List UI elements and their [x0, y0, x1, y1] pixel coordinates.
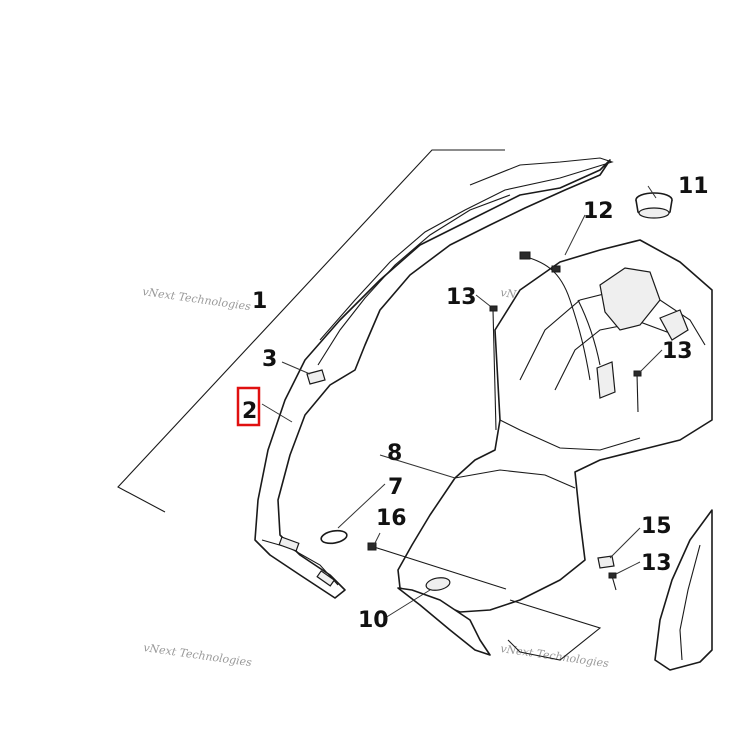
- fascia-lower-edge: [261, 539, 339, 586]
- leader-line: [647, 185, 657, 199]
- callout-2: 2: [242, 399, 257, 424]
- skid-plate-outline: [507, 599, 602, 661]
- leader-line: [379, 454, 456, 479]
- reflector-lens: [320, 529, 348, 545]
- screw-head: [633, 370, 642, 377]
- watermark-text: vNext Technologies: [500, 642, 610, 670]
- side-panel: [654, 509, 713, 671]
- screw-head: [367, 542, 377, 551]
- nose-cover: [397, 587, 491, 656]
- callout-12: 12: [583, 199, 614, 224]
- leader-line: [615, 561, 641, 575]
- nose-emblem: [425, 577, 451, 591]
- screw-head: [608, 572, 617, 579]
- assembly-bracket-line: [117, 149, 505, 513]
- callout-13-top: 13: [446, 285, 477, 310]
- wire-connector: [519, 251, 531, 260]
- screw: [636, 373, 639, 413]
- watermark-text: vNext Technologies: [143, 641, 253, 669]
- screw: [373, 546, 507, 590]
- callout-15: 15: [641, 514, 672, 539]
- fascia-inner-edge: [317, 194, 511, 366]
- front-bumper-fascia: [254, 159, 611, 599]
- fascia-bottom-pad: [316, 570, 336, 587]
- leader-line: [261, 403, 293, 423]
- leader-line: [384, 589, 431, 619]
- watermark-text: vNext Technologies: [142, 285, 252, 313]
- leader-line: [373, 532, 381, 546]
- hood-inner-edge: [554, 321, 676, 391]
- fascia-decal: [306, 369, 326, 385]
- fascia-upper-trim: [319, 157, 614, 341]
- callout-8: 8: [387, 441, 402, 466]
- callouts: 1 2 3 7 8 10 11 12 13 13 13 15 16: [236, 174, 709, 633]
- headlight-bracket: [659, 309, 689, 341]
- callout-16: 16: [376, 506, 407, 531]
- leader-lines: [261, 185, 663, 619]
- screw-head: [489, 305, 498, 312]
- hood-crease: [499, 419, 641, 451]
- screw: [492, 309, 497, 431]
- clip: [597, 555, 615, 569]
- side-panel-edge: [679, 544, 701, 661]
- leader-line: [564, 214, 586, 256]
- leader-line: [337, 483, 386, 529]
- hood-crease: [454, 469, 576, 489]
- callout-2-highlight-box: [236, 386, 261, 427]
- fascia-bottom-pad: [278, 536, 300, 552]
- grommet-group: [635, 192, 673, 219]
- callout-11: 11: [678, 174, 709, 199]
- headlight-bracket: [599, 267, 661, 331]
- callout-7: 7: [388, 475, 403, 500]
- wire-connector: [551, 265, 561, 273]
- leader-line: [475, 294, 491, 307]
- callout-1: 1: [252, 289, 267, 314]
- wire-harness: [577, 299, 601, 366]
- wire-harness: [519, 254, 591, 381]
- leader-line: [609, 527, 641, 559]
- callout-3: 3: [262, 347, 277, 372]
- callout-13-right: 13: [662, 339, 693, 364]
- callout-13-bottom: 13: [641, 551, 672, 576]
- headlight-bracket: [596, 361, 616, 399]
- leader-line: [639, 349, 663, 373]
- callout-10: 10: [358, 608, 389, 633]
- grommet-bottom: [638, 207, 670, 219]
- leader-line: [281, 361, 311, 375]
- hood-panel: [397, 239, 713, 613]
